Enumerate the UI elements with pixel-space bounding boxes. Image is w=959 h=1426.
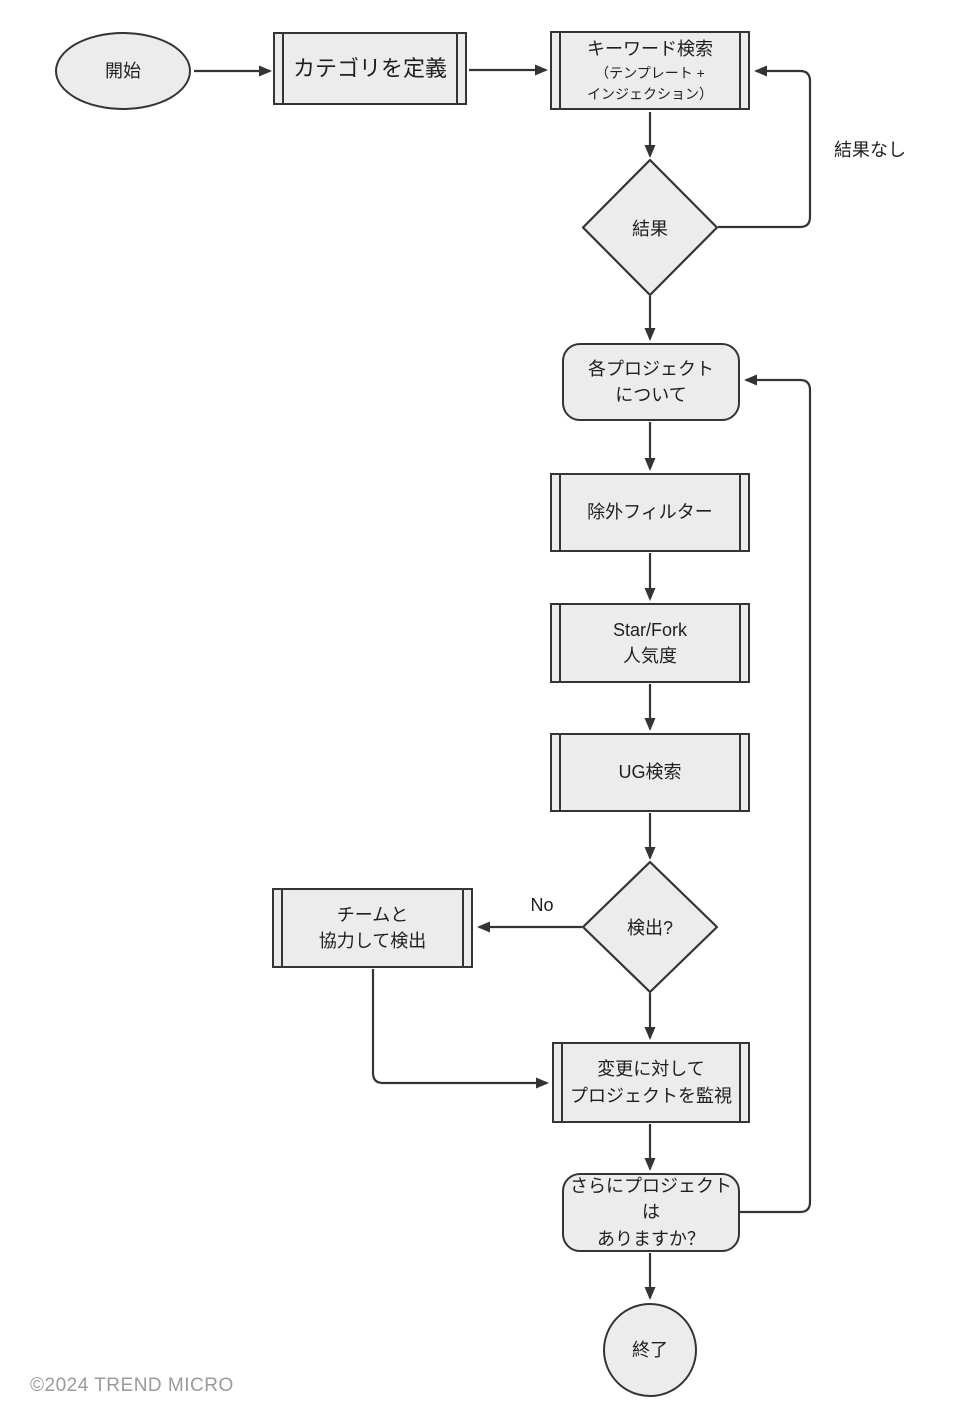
- node-ug-search-label: UG検索: [618, 762, 682, 783]
- node-team-detect: チームと 協力して検出: [272, 888, 473, 968]
- edge-label-no: No: [530, 895, 554, 915]
- node-keyword-search-line2: （テンプレート +: [595, 64, 705, 81]
- node-more-projects: さらにプロジェクトは ありますか？: [562, 1173, 740, 1252]
- node-start-label: 開始: [105, 60, 141, 81]
- node-star-fork-line2: 人気度: [623, 646, 677, 666]
- node-star-fork-line1: Star/Fork: [612, 619, 687, 640]
- node-define-categories-label: カテゴリを定義: [292, 55, 447, 81]
- node-team-detect-line1: チームと: [336, 904, 409, 925]
- node-result-decision: 結果: [583, 160, 717, 295]
- subroutine-bar: [739, 475, 741, 550]
- node-for-each-project-line2: について: [615, 385, 687, 405]
- detected-decision-shape: [581, 860, 719, 994]
- copyright-text: ©2024 TREND MICRO: [30, 1375, 234, 1396]
- edge-result-no-results-loop: [718, 65, 812, 229]
- node-detected-decision: 検出?: [583, 862, 717, 992]
- node-detected-decision-label: 検出?: [626, 918, 673, 938]
- subroutine-bar: [739, 1044, 741, 1121]
- node-end: 終了: [603, 1303, 697, 1397]
- node-start: 開始: [55, 32, 191, 110]
- node-exclusion-filter: 除外フィルター: [550, 473, 750, 552]
- node-result-decision-label: 結果: [632, 218, 668, 239]
- node-keyword-search-line1: キーワード検索: [587, 39, 713, 60]
- result-decision-shape: [581, 158, 719, 297]
- node-for-each-project: 各プロジェクト について: [562, 343, 740, 421]
- node-monitor-projects-line1: 変更に対して: [597, 1059, 705, 1080]
- edge-more-loop-to-foreach: [740, 374, 812, 1214]
- subroutine-bar: [281, 890, 283, 966]
- subroutine-bar: [739, 605, 741, 681]
- node-keyword-search: キーワード検索 （テンプレート + インジェクション）: [550, 31, 750, 110]
- subroutine-bar: [739, 33, 741, 108]
- node-star-fork-popularity: Star/Fork 人気度: [550, 603, 750, 683]
- edge-team-to-monitor: [371, 969, 549, 1089]
- node-ug-search: UG検索: [550, 733, 750, 812]
- subroutine-bar: [739, 735, 741, 810]
- subroutine-bar: [559, 475, 561, 550]
- subroutine-bar: [462, 890, 464, 966]
- node-team-detect-line2: 協力して検出: [318, 931, 427, 951]
- edge-label-no-results: 結果なし: [834, 140, 906, 160]
- subroutine-bar: [559, 605, 561, 681]
- node-monitor-projects-line2: プロジェクトを監視: [570, 1085, 732, 1106]
- node-more-projects-line2: ありますか？: [597, 1228, 705, 1249]
- node-end-label: 終了: [632, 1339, 668, 1360]
- subroutine-bar: [559, 33, 561, 108]
- node-monitor-projects: 変更に対して プロジェクトを監視: [552, 1042, 750, 1123]
- node-exclusion-filter-label: 除外フィルター: [587, 502, 713, 523]
- node-keyword-search-line3: インジェクション）: [587, 85, 713, 102]
- subroutine-bar: [456, 34, 458, 103]
- node-more-projects-line1: さらにプロジェクトは: [570, 1176, 732, 1223]
- subroutine-bar: [282, 34, 284, 103]
- node-for-each-project-line1: 各プロジェクト: [588, 358, 714, 379]
- subroutine-bar: [559, 735, 561, 810]
- subroutine-bar: [561, 1044, 563, 1121]
- node-define-categories: カテゴリを定義: [273, 32, 467, 105]
